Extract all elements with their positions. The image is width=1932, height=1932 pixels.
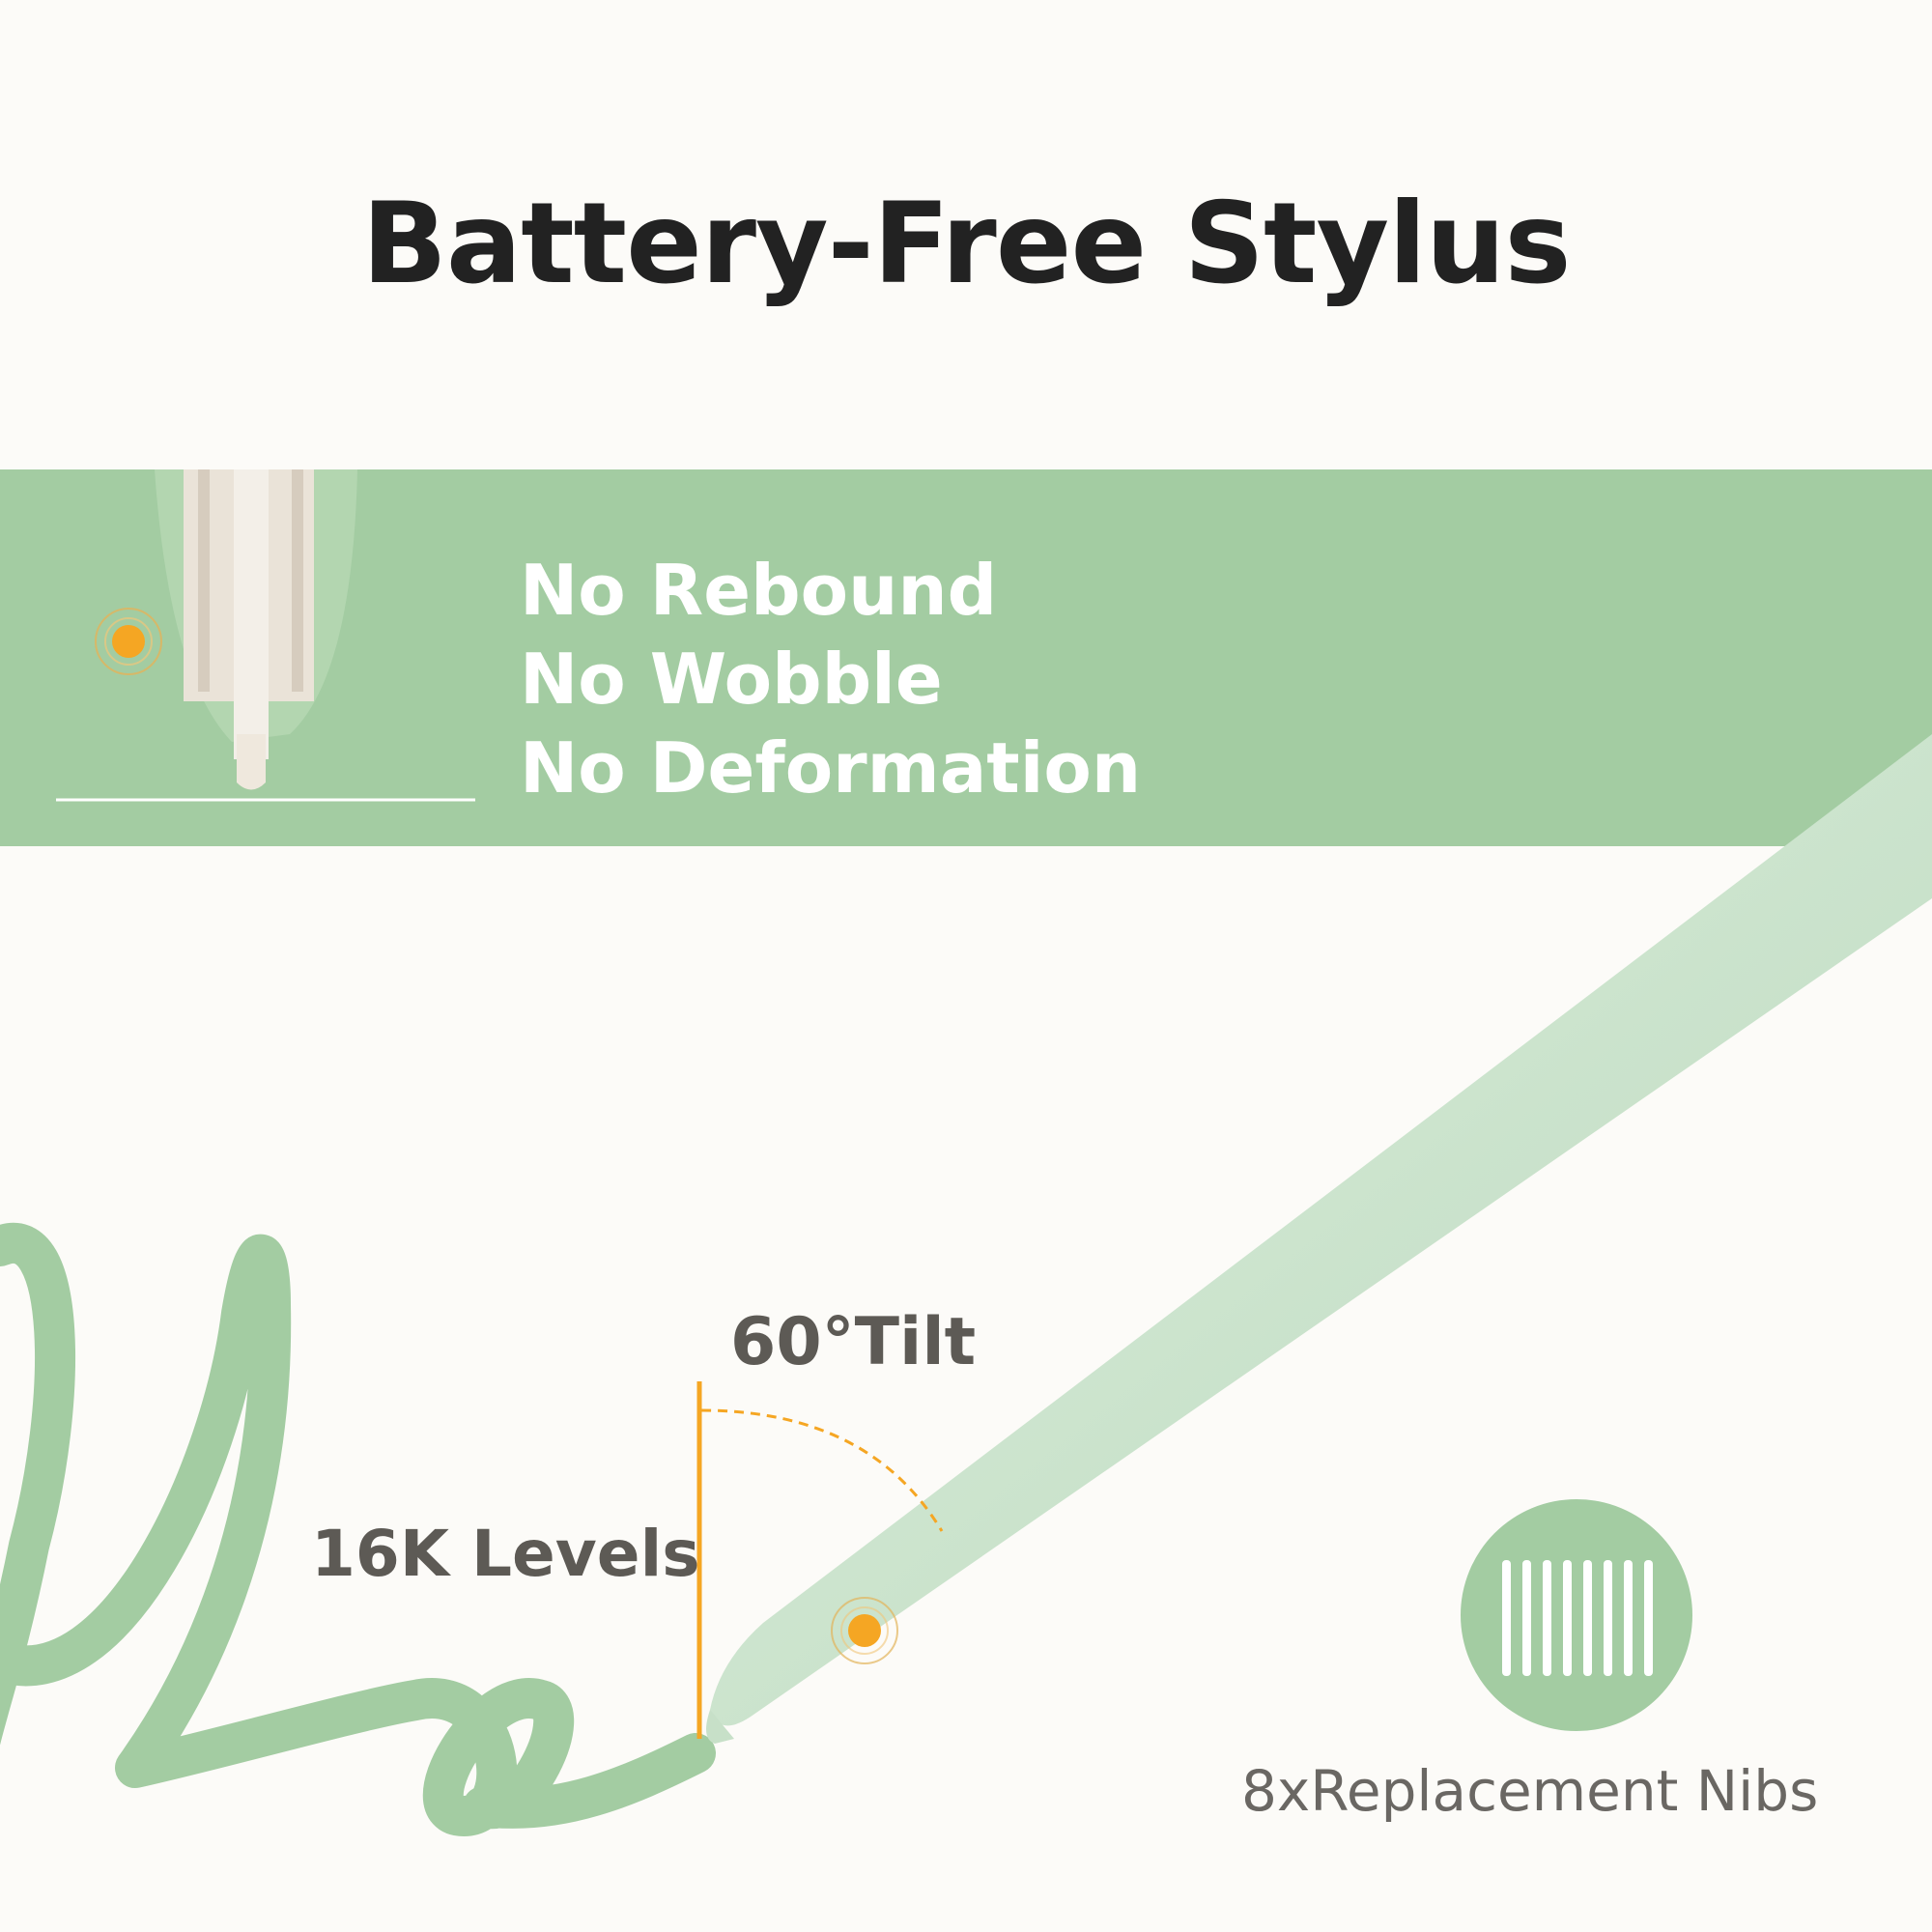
- feature-no-wobble: No Wobble: [520, 639, 943, 720]
- feature-no-deformation: No Deformation: [520, 727, 1142, 809]
- page-title: Battery-Free Stylus: [361, 179, 1572, 309]
- pressure-levels-label: 16K Levels: [311, 1517, 700, 1591]
- nib-cutaway-illustration: [56, 469, 475, 802]
- nibs-icon: [1461, 1499, 1692, 1731]
- focus-dot-icon: [831, 1597, 898, 1664]
- replacement-nibs-label: 8xReplacement Nibs: [1241, 1758, 1819, 1824]
- tilt-label: 60°Tilt: [730, 1304, 977, 1380]
- tilt-arc: [700, 1408, 944, 1532]
- focus-dot-icon: [95, 608, 162, 675]
- stylus-body: [710, 734, 1932, 1726]
- feature-list: No Rebound No Wobble No Deformation: [520, 546, 1141, 812]
- feature-no-rebound: No Rebound: [520, 550, 998, 631]
- handwriting-stroke: [0, 1223, 716, 1836]
